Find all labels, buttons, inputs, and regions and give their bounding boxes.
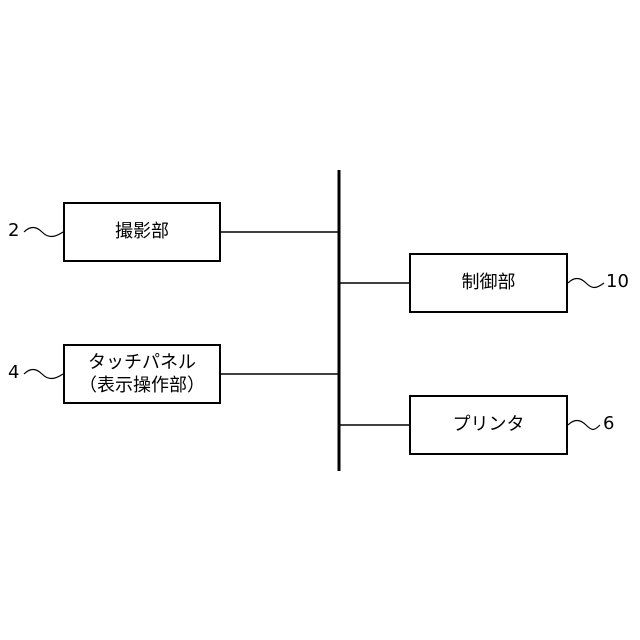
ref-number-printer: 6 (603, 413, 614, 434)
ref-number-touch-panel: 4 (8, 362, 19, 383)
ref-leader-control (568, 279, 604, 288)
imaging-label: 撮影部 (115, 220, 169, 243)
ref-leader-touch-panel (24, 370, 63, 379)
printer-block: プリンタ (409, 395, 568, 455)
control-label: 制御部 (462, 271, 516, 294)
ref-leader-imaging (24, 228, 63, 237)
imaging-block: 撮影部 (63, 202, 221, 262)
touch-panel-block: タッチパネル （表示操作部） (63, 344, 221, 404)
touch-panel-label-line2: （表示操作部） (79, 374, 205, 397)
ref-number-imaging: 2 (8, 220, 19, 241)
ref-number-control: 10 (606, 271, 629, 292)
ref-leader-printer (568, 421, 600, 430)
control-block: 制御部 (409, 253, 568, 313)
printer-label: プリンタ (453, 413, 525, 436)
touch-panel-label-line1: タッチパネル (88, 351, 196, 374)
